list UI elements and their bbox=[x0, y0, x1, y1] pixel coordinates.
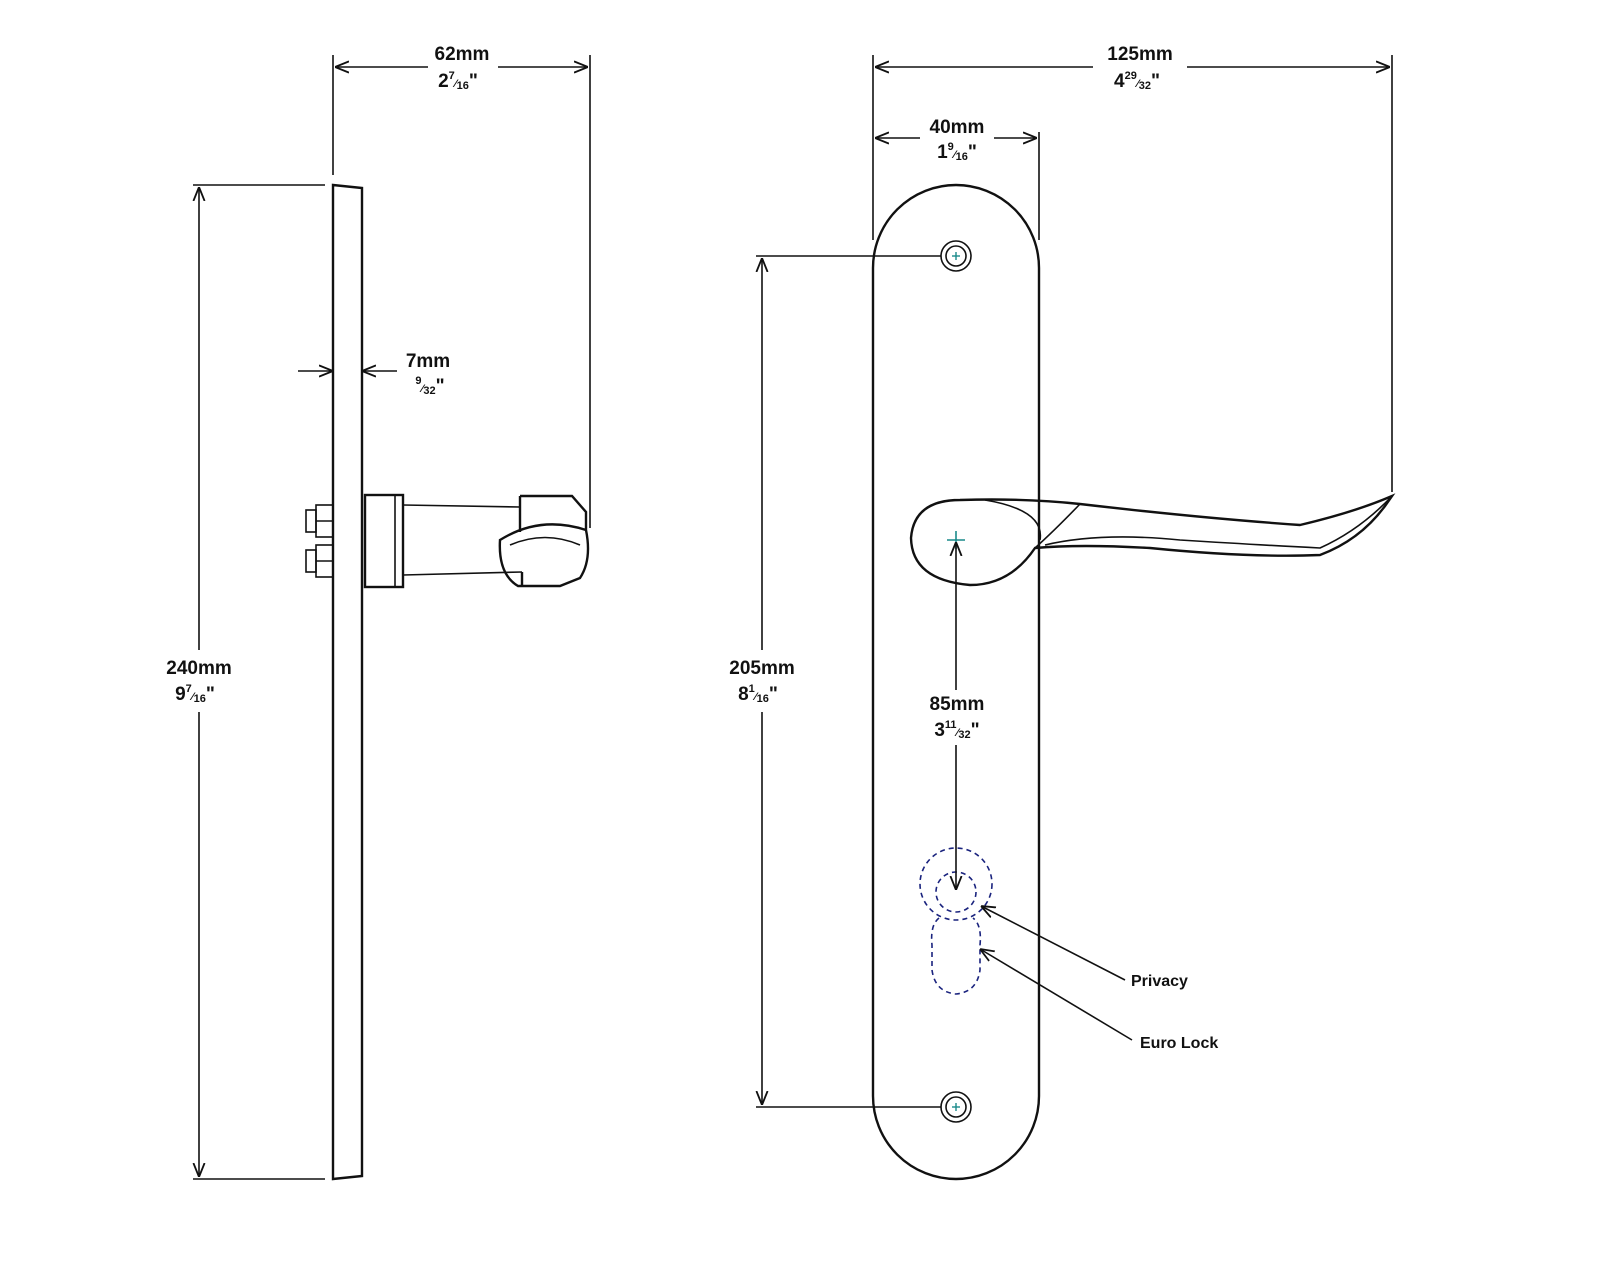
dim-overall-width: 125mm 429⁄32" bbox=[872, 44, 1393, 492]
dim-plate-thickness: 7mm 9⁄32" bbox=[298, 351, 450, 397]
side-fixing-studs bbox=[305, 504, 334, 578]
dim-overall-depth-inch: 27⁄16" bbox=[438, 70, 478, 92]
side-view bbox=[305, 183, 590, 1181]
dim-overall-depth: 62mm 27⁄16" bbox=[332, 44, 591, 528]
top-fixing-screw bbox=[940, 240, 972, 272]
side-backplate bbox=[331, 183, 364, 1181]
callout-privacy-label: Privacy bbox=[1131, 973, 1188, 990]
dim-fixing-centres: 205mm 81⁄16" bbox=[729, 255, 941, 1108]
dim-overall-width-mm: 125mm bbox=[1107, 44, 1173, 65]
callout-euro-lock-label: Euro Lock bbox=[1140, 1035, 1218, 1052]
callout-euro-lock: Euro Lock bbox=[980, 949, 1218, 1052]
dim-plate-width-mm: 40mm bbox=[930, 117, 985, 138]
dim-plate-height-mm: 240mm bbox=[166, 658, 232, 679]
dim-plate-width-inch: 19⁄16" bbox=[937, 141, 977, 163]
dim-plate-thickness-mm: 7mm bbox=[406, 351, 450, 372]
lever-handle bbox=[909, 493, 1396, 587]
dim-plate-height: 240mm 97⁄16" bbox=[166, 184, 325, 1180]
bottom-fixing-screw bbox=[940, 1091, 972, 1123]
dim-plate-thickness-inch: 9⁄32" bbox=[415, 375, 444, 397]
euro-lock-cutout bbox=[930, 917, 982, 995]
privacy-cutout bbox=[919, 847, 993, 921]
callout-privacy: Privacy bbox=[981, 906, 1188, 990]
dim-lever-to-lock: 85mm 311⁄32" bbox=[930, 542, 985, 890]
dim-lever-to-lock-inch: 311⁄32" bbox=[934, 719, 979, 741]
dim-fixing-centres-mm: 205mm bbox=[729, 658, 795, 679]
front-view bbox=[871, 183, 1396, 1181]
dim-fixing-centres-inch: 81⁄16" bbox=[738, 683, 778, 705]
dim-overall-depth-mm: 62mm bbox=[435, 44, 490, 65]
dim-lever-to-lock-mm: 85mm bbox=[930, 694, 985, 715]
side-rose bbox=[363, 493, 405, 589]
front-backplate bbox=[871, 183, 1041, 1181]
dim-overall-width-inch: 429⁄32" bbox=[1114, 70, 1160, 92]
dim-plate-height-inch: 97⁄16" bbox=[175, 683, 215, 705]
dim-plate-width: 40mm 19⁄16" bbox=[875, 117, 1040, 240]
side-lever-end bbox=[498, 494, 590, 588]
side-lever-arm bbox=[402, 504, 523, 576]
